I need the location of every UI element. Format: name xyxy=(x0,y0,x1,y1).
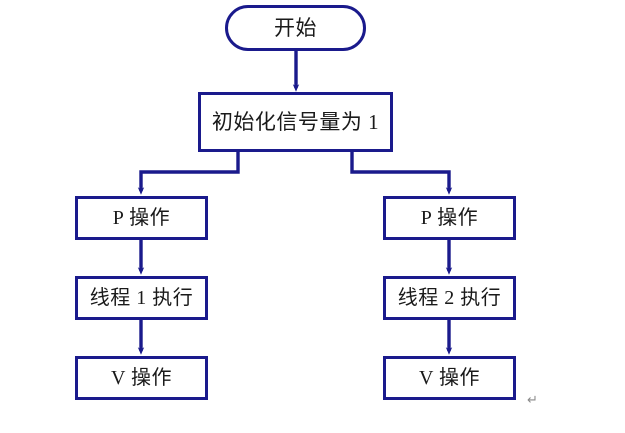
node-v-operation-right[interactable]: V 操作 xyxy=(383,356,516,400)
node-thread2-execute-label: 线程 2 执行 xyxy=(397,287,502,309)
node-p-operation-left-label: P 操作 xyxy=(112,207,171,229)
node-p-operation-left[interactable]: P 操作 xyxy=(75,196,208,240)
node-start[interactable]: 开始 xyxy=(225,5,366,51)
node-thread1-execute-label: 线程 1 执行 xyxy=(89,287,194,309)
edge-init-to-p-left xyxy=(137,152,240,195)
node-p-operation-right-label: P 操作 xyxy=(420,207,479,229)
node-init-semaphore-label: 初始化信号量为 1 xyxy=(211,109,380,134)
edge-init-to-p-right xyxy=(350,152,453,195)
node-init-semaphore[interactable]: 初始化信号量为 1 xyxy=(198,92,393,152)
node-thread1-execute[interactable]: 线程 1 执行 xyxy=(75,276,208,320)
node-v-operation-left-label: V 操作 xyxy=(110,367,173,389)
node-thread2-execute[interactable]: 线程 2 执行 xyxy=(383,276,516,320)
node-v-operation-left[interactable]: V 操作 xyxy=(75,356,208,400)
paragraph-mark-icon: ↵ xyxy=(527,392,538,407)
node-v-operation-right-label: V 操作 xyxy=(418,367,481,389)
node-start-label: 开始 xyxy=(274,15,317,40)
node-p-operation-right[interactable]: P 操作 xyxy=(383,196,516,240)
